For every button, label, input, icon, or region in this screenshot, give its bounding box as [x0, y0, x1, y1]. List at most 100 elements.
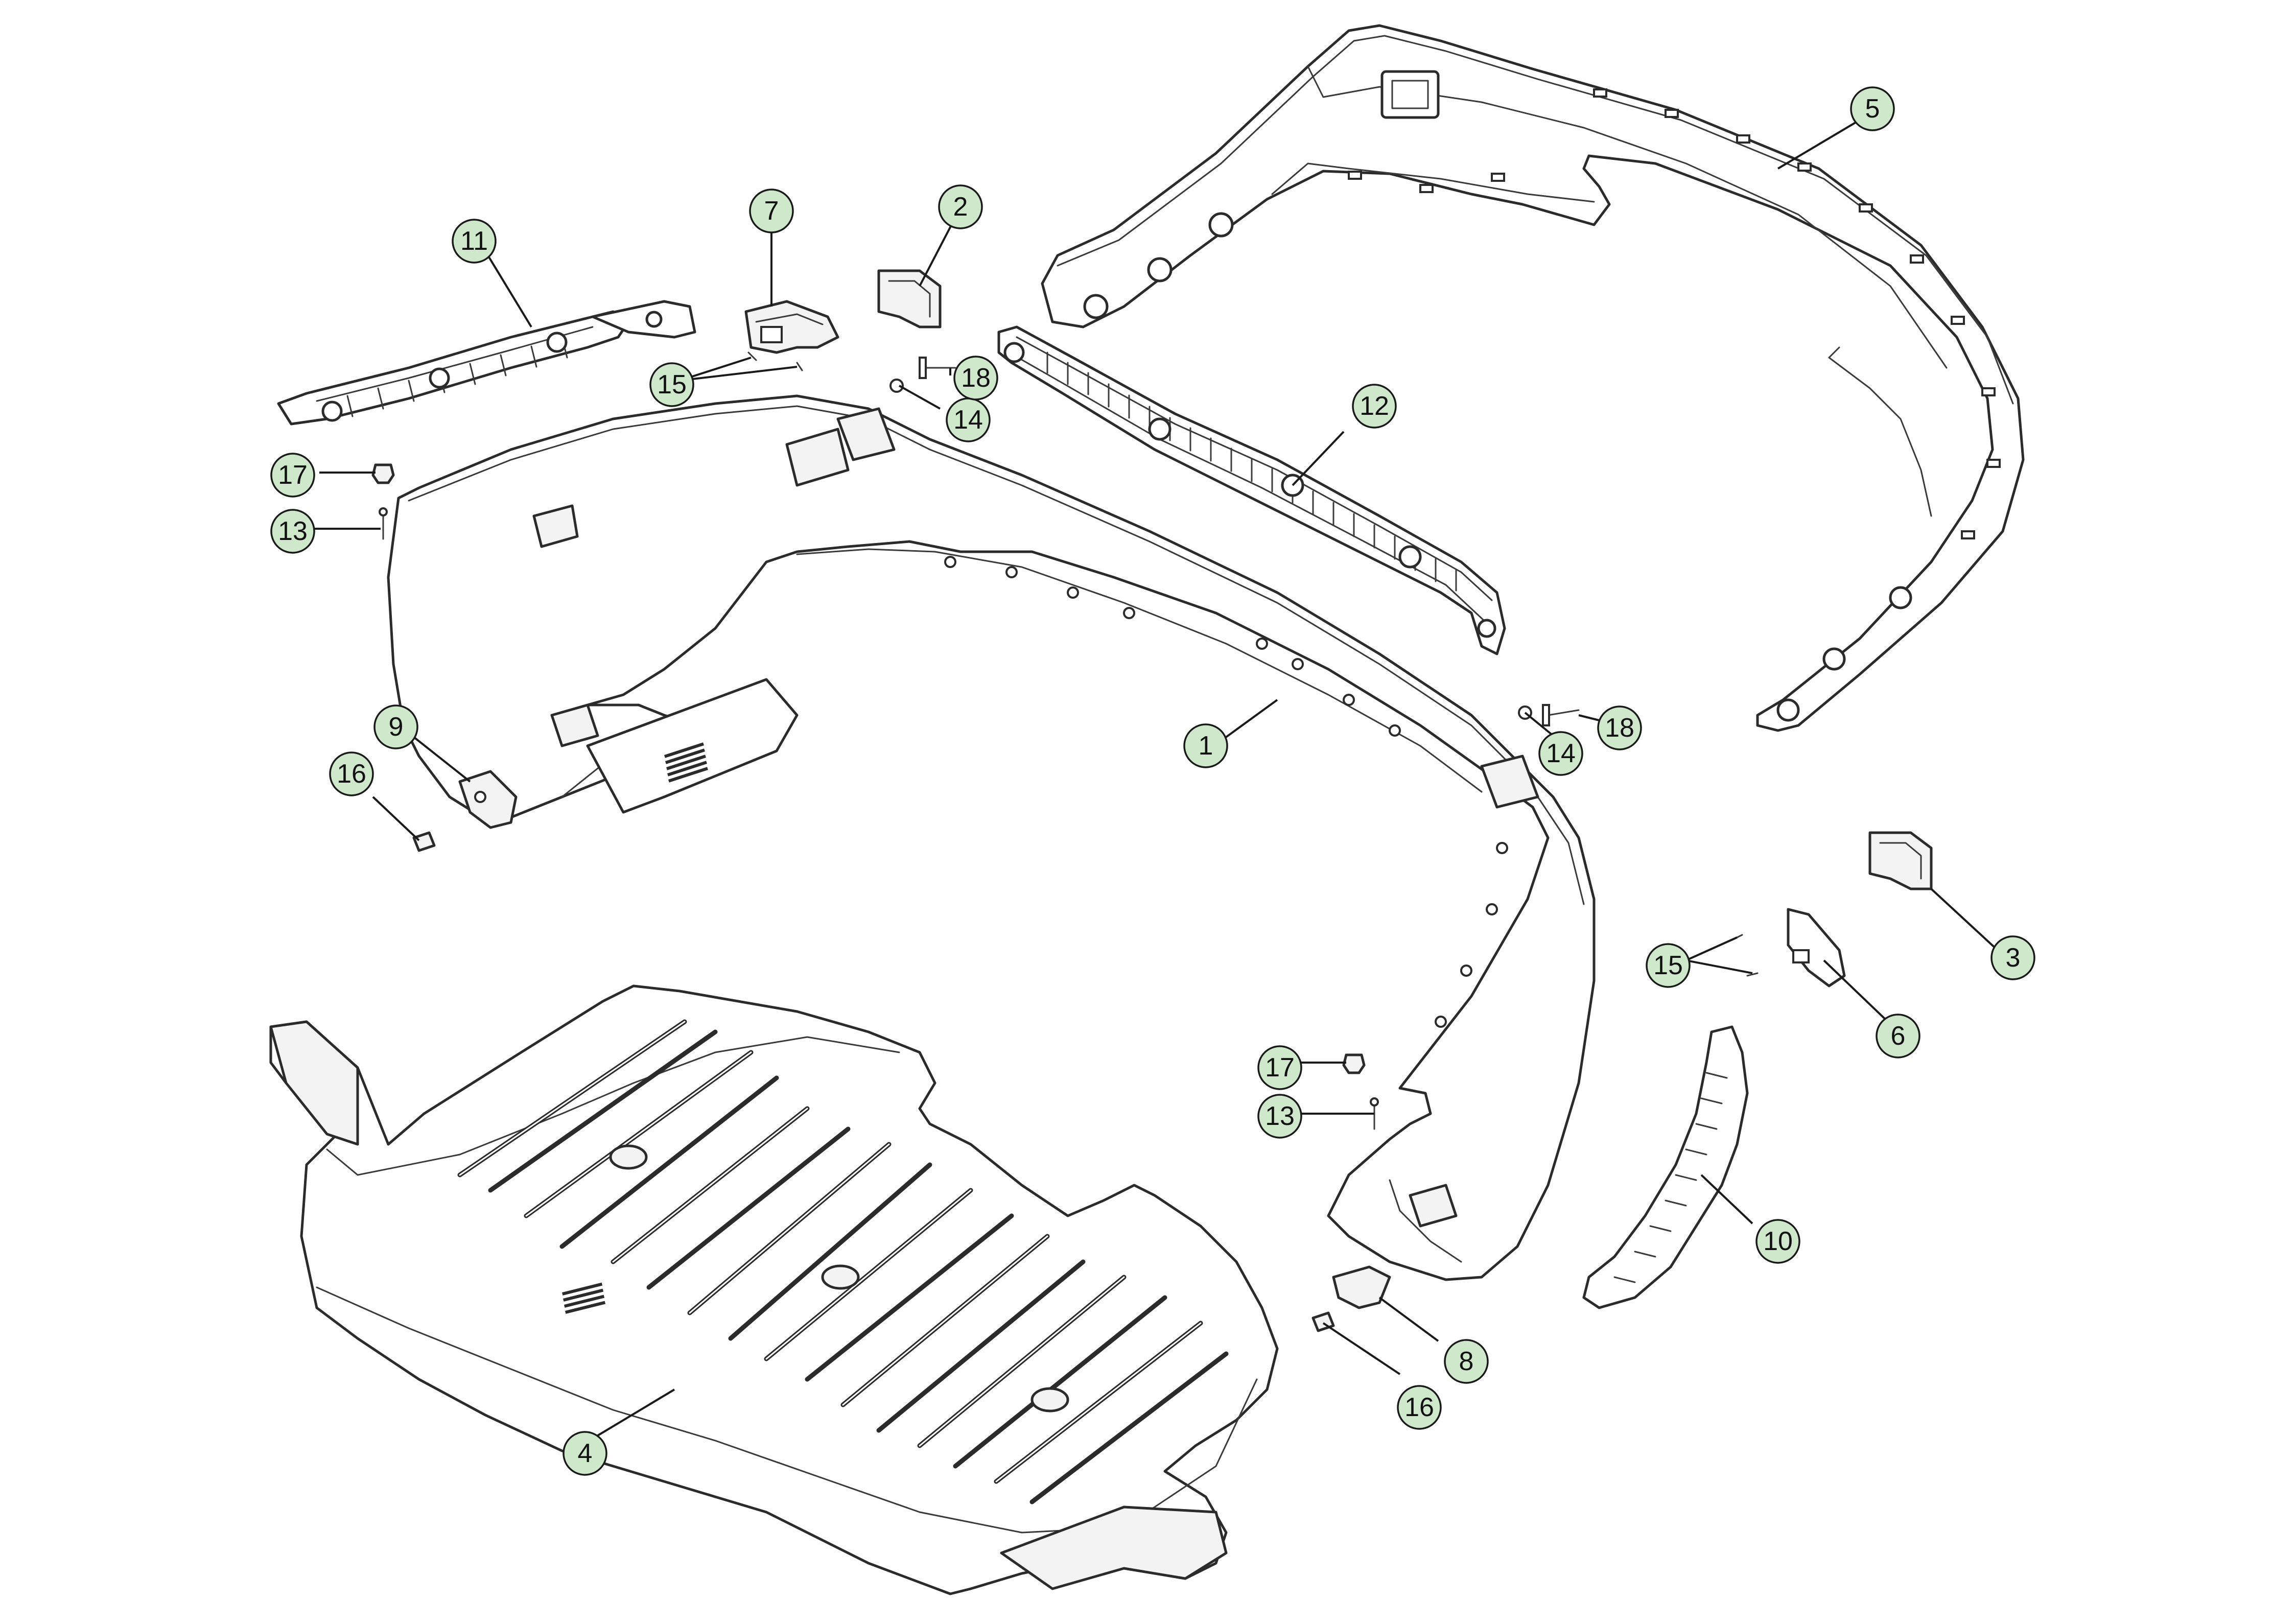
callout-6-label: 6 [1891, 1021, 1906, 1051]
part-2-bracket [877, 269, 942, 328]
callout-13b: 13 [1257, 1094, 1302, 1139]
callout-14b-circle [1538, 731, 1583, 776]
part-4-label-hatch [562, 1282, 606, 1314]
callout-12-circle [1352, 384, 1397, 429]
part-5-edge-tabs [1348, 88, 2001, 539]
callout-10: 10 [1755, 1219, 1800, 1264]
callout-7-circle [749, 189, 794, 233]
callout-17a: 17 [270, 453, 315, 498]
callout-2: 2 [938, 184, 983, 229]
callout-16a-circle [329, 751, 374, 796]
callout-14a: 14 [946, 397, 991, 442]
part-11-bracket-rail [277, 300, 696, 426]
part-3-bracket [1868, 831, 1933, 890]
part-9-clip-bracket [458, 770, 518, 829]
callout-14b-label: 14 [1546, 739, 1576, 768]
callout-5: 5 [1850, 86, 1895, 131]
callout-7-label: 7 [764, 196, 779, 226]
fastener-15a [747, 351, 803, 371]
callout-16a-label: 16 [337, 759, 366, 789]
callout-18a-label: 18 [961, 363, 991, 393]
callout-16a: 16 [329, 751, 374, 796]
callout-9-label: 9 [389, 712, 404, 742]
callout-14a-label: 14 [953, 405, 983, 435]
fastener-17b [1342, 1053, 1366, 1074]
callout-1-label: 1 [1199, 731, 1213, 761]
washer-14a [889, 379, 904, 393]
part-8-clip-bracket [1332, 1265, 1391, 1309]
callout-5-label: 5 [1865, 94, 1880, 124]
callout-17b-label: 17 [1265, 1053, 1295, 1082]
callout-2-circle [938, 184, 983, 229]
fastener-13b [1370, 1097, 1379, 1130]
part-12-reinforcement-beam [997, 325, 1506, 655]
callout-17b: 17 [1257, 1045, 1302, 1090]
callout-4: 4 [563, 1431, 607, 1476]
callout-2-label: 2 [953, 192, 968, 222]
callout-3-label: 3 [2006, 943, 2021, 973]
callout-15b-circle [1646, 943, 1691, 988]
part-7-mounting-bracket [744, 300, 839, 354]
callout-13a: 13 [270, 509, 315, 554]
part-1-edge-clips [944, 556, 1508, 1028]
callout-16b-circle [1397, 1385, 1442, 1430]
callout-13a-circle [270, 509, 315, 554]
callout-17a-label: 17 [278, 460, 308, 490]
callout-1-circle [1183, 723, 1228, 768]
callout-12: 12 [1352, 384, 1397, 429]
callout-18b-circle [1597, 705, 1642, 750]
callout-13b-circle [1257, 1094, 1302, 1139]
part-4-ribs [457, 1019, 1229, 1504]
callout-11-label: 11 [460, 226, 488, 256]
callout-3: 3 [1990, 935, 2035, 980]
callout-8-label: 8 [1459, 1347, 1474, 1376]
callout-8-circle [1444, 1339, 1489, 1384]
callout-10-circle [1755, 1219, 1800, 1264]
callout-18a-circle [953, 356, 998, 401]
fastener-13a [379, 507, 388, 540]
callout-15b: 15 [1646, 943, 1691, 988]
callout-15b-label: 15 [1653, 951, 1683, 980]
part-10-vertical-bracket [1582, 1025, 1749, 1309]
part-1-label-hatch [664, 742, 708, 783]
part-5-mounting-holes [1083, 212, 1912, 722]
callout-18a: 18 [953, 356, 998, 401]
callout-4-circle [563, 1431, 607, 1476]
fastener-17a [371, 463, 395, 484]
callout-11: 11 [452, 219, 497, 264]
fasteners [371, 351, 1759, 1332]
callout-1: 1 [1183, 723, 1228, 768]
callout-13a-label: 13 [278, 516, 308, 546]
callout-3-circle [1990, 935, 2035, 980]
callout-14b: 14 [1538, 731, 1583, 776]
callout-18b: 18 [1597, 705, 1642, 750]
leader-lines [307, 119, 1999, 1437]
fastener-18b [1542, 704, 1580, 726]
callout-16b-label: 16 [1404, 1393, 1434, 1422]
part-5-upper-bumper-cover [1041, 24, 2025, 732]
callout-8: 8 [1444, 1339, 1489, 1384]
callout-18b-label: 18 [1605, 713, 1634, 743]
callout-9: 9 [373, 704, 418, 749]
part-4-undertray [269, 984, 1279, 1595]
callout-6: 6 [1876, 1014, 1920, 1058]
callout-10-label: 10 [1763, 1227, 1793, 1256]
callout-12-label: 12 [1360, 391, 1389, 421]
callout-17a-circle [270, 453, 315, 498]
callout-15a-circle [649, 362, 694, 407]
callout-7: 7 [749, 189, 794, 233]
callout-11-circle [452, 219, 497, 264]
callout-5-circle [1850, 86, 1895, 131]
callout-15a-label: 15 [657, 370, 687, 399]
callout-6-circle [1876, 1014, 1920, 1058]
callout-13b-label: 13 [1265, 1101, 1295, 1131]
callout-9-circle [373, 704, 418, 749]
part-6-cover-plate [1787, 908, 1846, 987]
callout-16b: 16 [1397, 1385, 1442, 1430]
callout-17b-circle [1257, 1045, 1302, 1090]
part-10-cells [1613, 1072, 1728, 1283]
part-1-lower-bumper-cover [387, 394, 1596, 1281]
callout-4-label: 4 [578, 1439, 593, 1468]
callout-15a: 15 [649, 362, 694, 407]
